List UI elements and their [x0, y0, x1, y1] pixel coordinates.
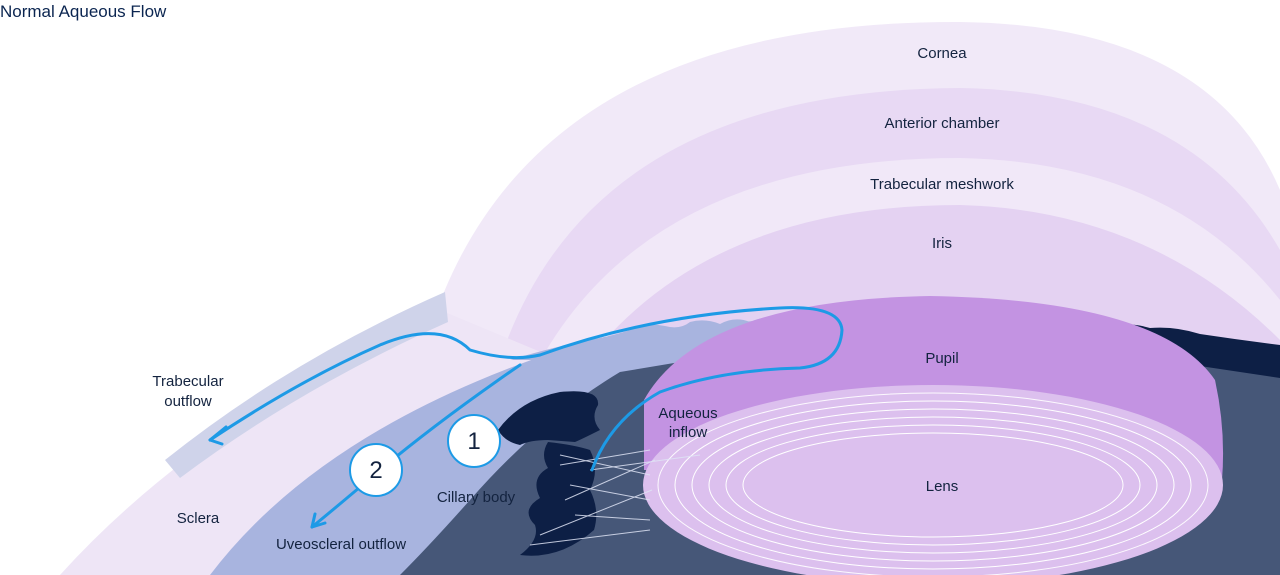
label-uveoscleral-outflow: Uveoscleral outflow — [276, 536, 406, 553]
label-trabecular-outflow-line1: Trabecular — [152, 373, 223, 390]
label-cornea: Cornea — [917, 45, 967, 62]
label-iris: Iris — [932, 235, 952, 252]
marker-2: 2 — [349, 443, 403, 497]
uveal-tissue — [210, 320, 826, 575]
trabecular-outflow-strip — [165, 292, 448, 478]
label-anterior-chamber: Anterior chamber — [884, 115, 999, 132]
marker-1: 1 — [447, 414, 501, 468]
label-ciliary-body: Cillary body — [437, 489, 516, 506]
zonular-fibers — [529, 449, 701, 546]
label-sclera: Sclera — [177, 510, 220, 527]
ciliary-processes — [498, 391, 600, 556]
sclera-region — [60, 310, 560, 575]
label-trabecular-outflow-line2: outflow — [164, 393, 212, 410]
lens-rings — [657, 392, 1209, 575]
label-lens: Lens — [926, 478, 959, 495]
label-aqueous-inflow-line2: inflow — [669, 424, 708, 441]
uveoscleral-arrowhead — [310, 512, 327, 529]
label-aqueous-inflow-line1: Aqueous — [658, 405, 717, 422]
diagram-title: Normal Aqueous Flow — [0, 2, 167, 21]
marker-1-label: 1 — [467, 428, 480, 455]
label-trabecular-meshwork: Trabecular meshwork — [870, 176, 1014, 193]
marker-2-label: 2 — [369, 457, 382, 484]
trabecular-flow-arrow — [208, 306, 844, 472]
trabecular-arrowhead — [208, 425, 228, 446]
label-pupil: Pupil — [925, 350, 958, 367]
